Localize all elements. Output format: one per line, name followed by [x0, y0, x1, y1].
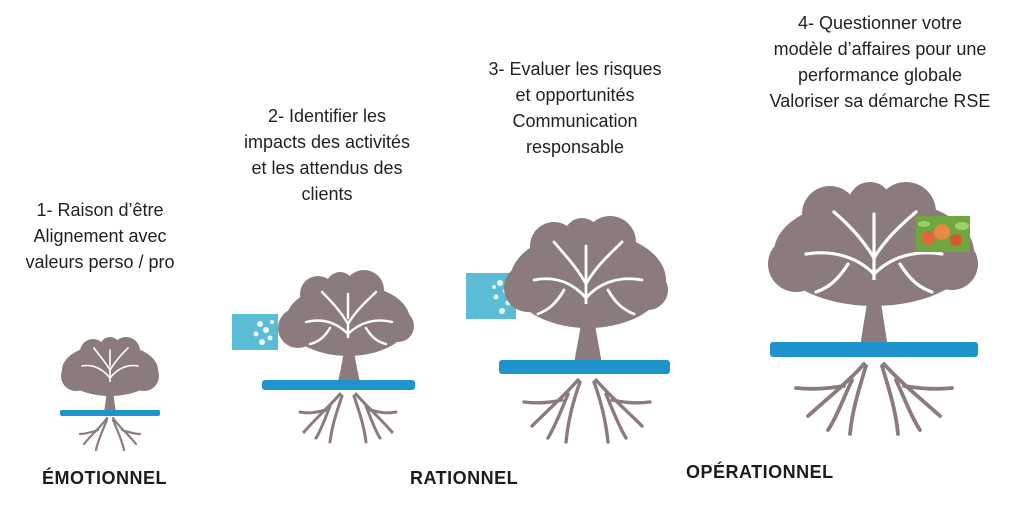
step-3-line-4: responsable: [525, 137, 625, 157]
step-4-caption: 4- Questionner votre modèle d’affaires p…: [745, 10, 1015, 114]
step-2-line-3: et les attendus des: [251, 158, 403, 178]
step-1-line-3: valeurs perso / pro: [25, 252, 175, 272]
tree-roots: [522, 378, 652, 444]
step-2-caption: 2- Identifier les impacts des activités …: [222, 103, 432, 207]
step-4-line-4: Valoriser sa démarche RSE: [769, 91, 991, 111]
step-1-line-1: 1- Raison d’être: [36, 200, 164, 220]
tree-roots: [78, 416, 142, 452]
blossom-photo: [232, 314, 278, 350]
step-4-line-3: performance globale: [797, 65, 963, 85]
tree-canopy: [278, 270, 414, 356]
tree-trunk: [860, 280, 888, 348]
tree-trunk: [104, 382, 116, 412]
step-2-line-2: impacts des activités: [243, 132, 411, 152]
step-3-line-3: Communication: [512, 111, 638, 131]
stage-label-rationnel: RATIONNEL: [410, 468, 519, 488]
fruit-photo: [916, 216, 970, 252]
step-3-line-1: 3- Evaluer les risques: [488, 59, 662, 79]
tree-stage-2: [262, 270, 415, 444]
step-4-line-2: modèle d’affaires pour une: [773, 39, 987, 59]
tree-stage-1: [60, 337, 160, 452]
step-4-line-1: 4- Questionner votre: [797, 13, 963, 33]
step-2-line-1: 2- Identifier les: [267, 106, 387, 126]
tree-roots: [794, 362, 954, 436]
tree-trunk: [338, 338, 360, 382]
tree-roots: [298, 392, 398, 444]
step-3-caption: 3- Evaluer les risques et opportunités C…: [470, 56, 680, 160]
step-2-line-4: clients: [301, 184, 353, 204]
step-3-line-2: et opportunités: [515, 85, 635, 105]
ground-bar: [60, 410, 160, 416]
ground-bar: [499, 360, 670, 374]
step-1-caption: 1- Raison d’être Alignement avec valeurs…: [20, 197, 180, 275]
step-1-line-2: Alignement avec: [33, 226, 167, 246]
stage-label-emotionnel: ÉMOTIONNEL: [42, 468, 167, 488]
ground-bar: [262, 380, 415, 390]
stage-label-operationnel: OPÉRATIONNEL: [686, 462, 834, 482]
tree-trunk: [574, 304, 602, 364]
ground-bar: [770, 342, 978, 357]
tree-stage-3: [499, 216, 670, 444]
